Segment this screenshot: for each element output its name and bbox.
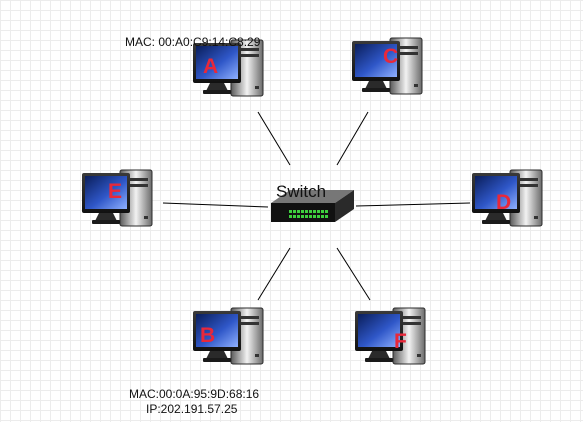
- switch-label: Switch: [276, 182, 327, 201]
- computer-e-label: E: [108, 180, 123, 203]
- link-d-switch: [355, 202, 471, 207]
- computer-f-label: F: [394, 330, 407, 353]
- computer-f-icon: [354, 307, 426, 365]
- computer-b-mac: MAC:00:0A:95:9D:68:16: [129, 387, 260, 401]
- link-e-switch: [162, 202, 269, 208]
- link-c-switch: [336, 111, 369, 166]
- network-switch-icon: [271, 190, 354, 222]
- connections: [162, 111, 471, 301]
- computer-b-ip: IP:202.191.57.25: [146, 402, 238, 416]
- computer-a-mac: MAC: 00:A0:C9:14:C8:29: [125, 35, 261, 49]
- link-b-switch: [257, 247, 291, 301]
- link-f-switch: [336, 247, 371, 301]
- link-a-switch: [257, 111, 291, 166]
- computer-b-label: B: [200, 324, 216, 347]
- computer-a-label: A: [203, 55, 219, 78]
- computer-c-label: C: [383, 45, 399, 68]
- computer-d-label: D: [496, 191, 512, 214]
